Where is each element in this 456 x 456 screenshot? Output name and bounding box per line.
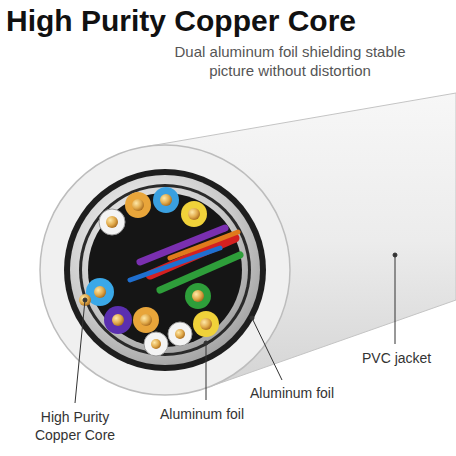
core-area: [88, 193, 242, 347]
leader-lines: [75, 253, 397, 403]
part-label: Aluminum foil: [160, 405, 244, 423]
caption: Dual aluminum foil shielding stable pict…: [170, 42, 410, 80]
title: High Purity Copper Core: [6, 4, 356, 38]
insulated-wires: [79, 187, 219, 356]
inner-aluminum-foil: [82, 187, 248, 353]
center-strands: [130, 228, 240, 290]
part-label: Aluminum foil: [250, 384, 334, 402]
part-label: High Purity Copper Core: [18, 408, 132, 444]
jacket-inner: [64, 169, 266, 371]
outer-aluminum-foil: [70, 175, 260, 365]
pvc-jacket: [40, 145, 290, 395]
braid-gap: [79, 184, 251, 356]
part-label: PVC jacket: [362, 349, 431, 367]
